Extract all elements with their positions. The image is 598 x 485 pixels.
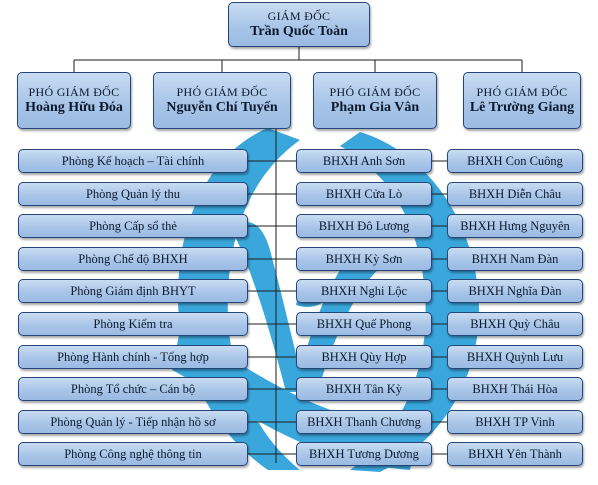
logo-right-swoosh — [340, 132, 479, 472]
deputy-name: Lê Trường Giang — [469, 100, 575, 115]
district-office-box: BHXH Nam Đàn — [447, 247, 583, 271]
district-office-box: BHXH Quế Phong — [296, 312, 432, 336]
district-office-box: BHXH Thanh Chương — [296, 410, 432, 434]
deputy-role: PHÓ GIÁM ĐỐC — [176, 85, 268, 99]
department-box: Phòng Chế độ BHXH — [18, 247, 248, 271]
deputy-name: Nguyễn Chí Tuyến — [166, 100, 278, 115]
deputy-director-box: PHÓ GIÁM ĐỐC Nguyễn Chí Tuyến — [153, 72, 291, 129]
deputy-director-box: PHÓ GIÁM ĐỐC Phạm Gia Vân — [313, 72, 437, 129]
deputy-name: Hoàng Hữu Đóa — [25, 100, 123, 115]
district-office-box: BHXH Đô Lương — [296, 214, 432, 238]
district-office-box: BHXH Hưng Nguyên — [447, 214, 583, 238]
department-box: Phòng Tổ chức – Cán bộ — [18, 377, 248, 401]
department-box: Phòng Cấp sổ thẻ — [18, 214, 248, 238]
district-office-box: BHXH Cửa Lò — [296, 182, 432, 206]
department-box: Phòng Quản lý thu — [18, 182, 248, 206]
logo-center-figure — [232, 222, 380, 392]
district-office-box: BHXH Diễn Châu — [447, 182, 583, 206]
department-box: Phòng Quản lý - Tiếp nhận hồ sơ — [18, 410, 248, 434]
district-office-box: BHXH Tương Dương — [296, 442, 432, 466]
deputy-director-box: PHÓ GIÁM ĐỐC Hoàng Hữu Đóa — [17, 72, 131, 129]
district-office-box: BHXH Thái Hòa — [447, 377, 583, 401]
district-office-box: BHXH Tân Kỳ — [296, 377, 432, 401]
district-office-box: BHXH Con Cuông — [447, 149, 583, 173]
district-office-box: BHXH Anh Sơn — [296, 149, 432, 173]
deputy-name: Phạm Gia Vân — [330, 100, 420, 115]
deputy-director-box: PHÓ GIÁM ĐỐC Lê Trường Giang — [463, 72, 581, 129]
deputy-role: PHÓ GIÁM ĐỐC — [28, 85, 120, 99]
department-box: Phòng Công nghệ thông tin — [18, 442, 248, 466]
district-office-box: BHXH Quỳnh Lưu — [447, 345, 583, 369]
director-name: Trần Quốc Toàn — [250, 24, 348, 39]
deputy-role: PHÓ GIÁM ĐỐC — [476, 85, 568, 99]
department-box: Phòng Kiểm tra — [18, 312, 248, 336]
district-office-box: BHXH Kỳ Sơn — [296, 247, 432, 271]
department-box: Phòng Giám định BHYT — [18, 279, 248, 303]
department-box: Phòng Hành chính - Tổng hợp — [18, 345, 248, 369]
district-office-box: BHXH Quỳ Châu — [447, 312, 583, 336]
director-role: GIÁM ĐỐC — [267, 9, 331, 23]
department-box: Phòng Kế hoạch – Tài chính — [18, 149, 248, 173]
district-office-box: BHXH Nghi Lộc — [296, 279, 432, 303]
director-box: GIÁM ĐỐC Trần Quốc Toàn — [228, 2, 370, 47]
deputy-role: PHÓ GIÁM ĐỐC — [329, 85, 421, 99]
district-office-box: BHXH Nghĩa Đàn — [447, 279, 583, 303]
district-office-box: BHXH Yên Thành — [447, 442, 583, 466]
district-office-box: BHXH Qùy Hợp — [296, 345, 432, 369]
district-office-box: BHXH TP Vinh — [447, 410, 583, 434]
